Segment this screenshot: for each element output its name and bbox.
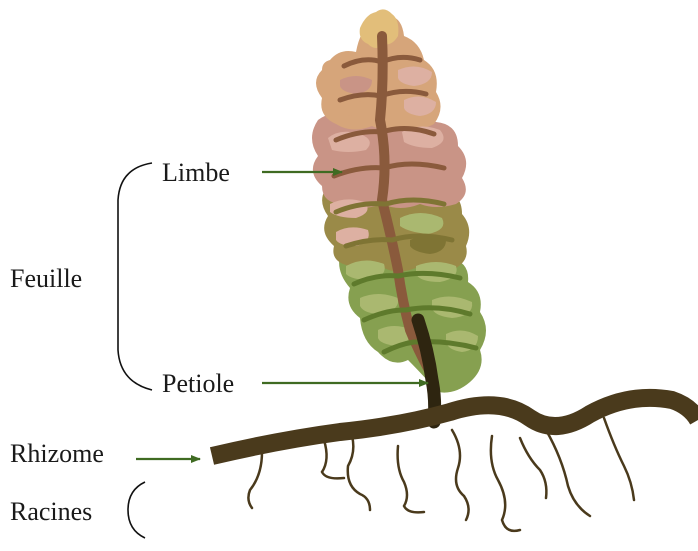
racines-bracket [128, 482, 145, 538]
petiole-label: Petiole [162, 369, 234, 399]
rhizome-label: Rhizome [10, 439, 104, 469]
feuille-label: Feuille [10, 264, 82, 294]
racines-label: Racines [10, 497, 92, 527]
rhizome [212, 398, 698, 456]
feuille-bracket [118, 163, 152, 390]
leaf-blade [312, 9, 486, 392]
limbe-label: Limbe [162, 158, 230, 188]
